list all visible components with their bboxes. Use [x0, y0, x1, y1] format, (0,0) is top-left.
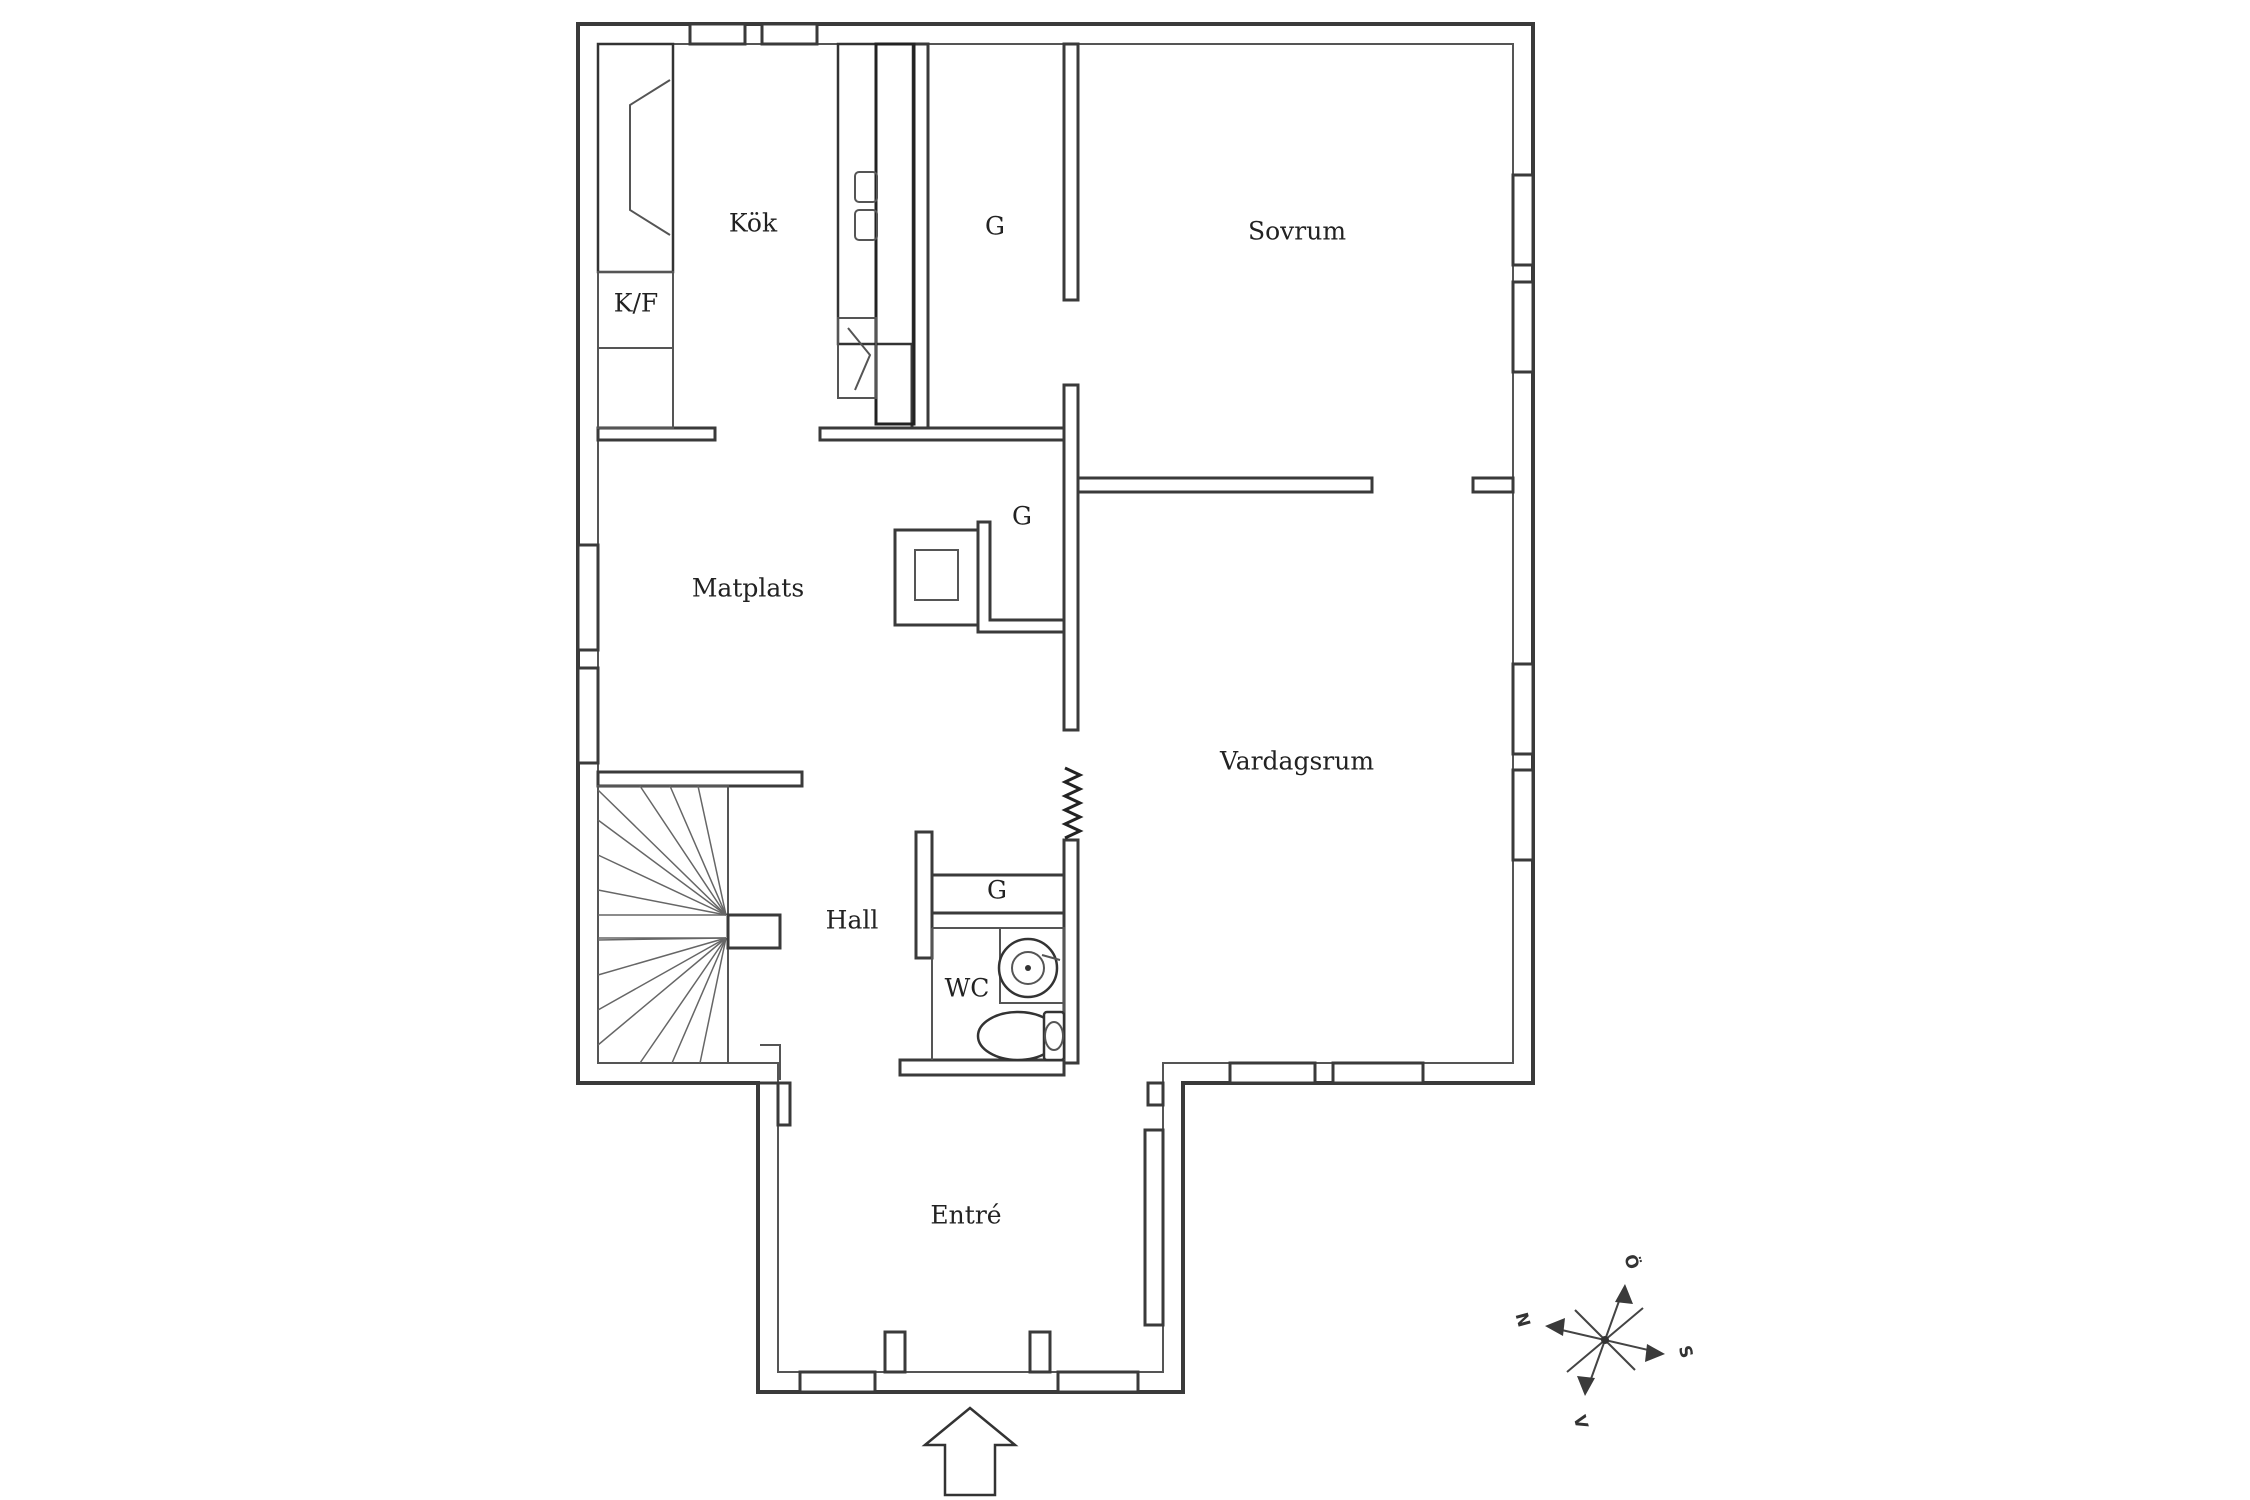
kitchen-fixtures: [596, 42, 916, 429]
interior-walls: [596, 42, 1515, 1374]
outer-walls: [576, 22, 1535, 1394]
compass-west: V: [1569, 1413, 1592, 1432]
room-label-hall: Hall: [826, 906, 879, 935]
room-label-vardagsrum: Vardagsrum: [1219, 747, 1374, 776]
room-label-kf: K/F: [614, 289, 658, 318]
wc-fixtures: [931, 927, 1066, 1062]
compass-north: N: [1510, 1311, 1533, 1330]
room-label-sovrum: Sovrum: [1248, 217, 1346, 246]
staircase: [597, 785, 782, 1080]
room-label-matplats: Matplats: [692, 574, 804, 603]
room-label-g-mid: G: [1012, 502, 1032, 531]
room-label-kok: Kök: [729, 209, 778, 238]
room-labels: Kök K/F G Sovrum G Matplats Vardagsrum G…: [614, 209, 1375, 1230]
room-label-wc: WC: [945, 974, 990, 1003]
room-label-g-hall: G: [987, 876, 1007, 905]
radiator: [1061, 766, 1084, 840]
entrance-arrow: [921, 1406, 1019, 1497]
compass-east: Ö: [1619, 1252, 1644, 1272]
compass-south: S: [1674, 1343, 1696, 1360]
windows: [576, 22, 1535, 1394]
compass-rose: N Ö S V: [1510, 1252, 1696, 1432]
room-label-entre: Entré: [930, 1201, 1001, 1230]
room-label-g-top: G: [985, 212, 1005, 241]
